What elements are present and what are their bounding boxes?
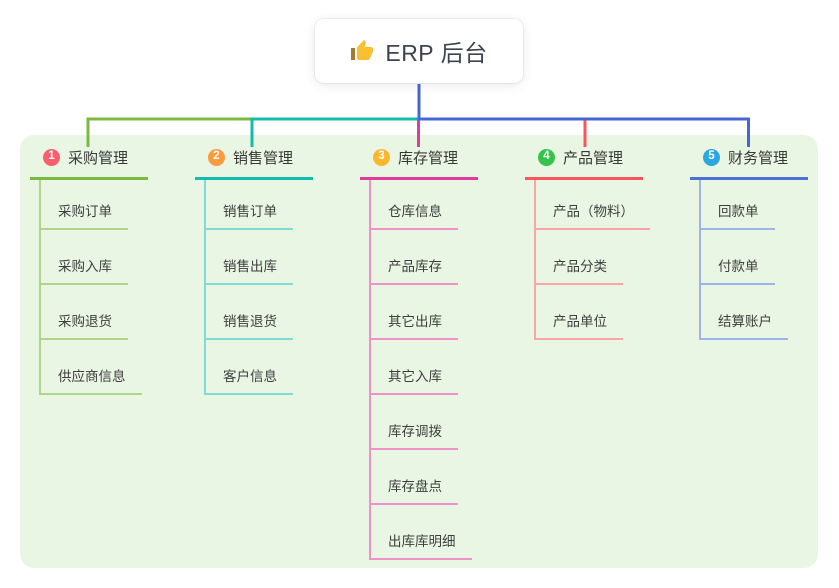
branch-product-children: 产品（物料） 产品分类 产品单位 [534,180,650,340]
branch-inventory: 3 库存管理 仓库信息 产品库存 其它出库 其它入库 库存调拨 库存盘点 出库库… [360,146,478,560]
tree-node[interactable]: 产品库存 [371,230,458,285]
branch-number-badge: 1 [43,148,60,166]
branch-purchase: 1 采购管理 采购订单 采购入库 采购退货 供应商信息 [30,146,148,395]
branch-sales-children: 销售订单 销售出库 销售退货 客户信息 [204,180,313,395]
tree-node[interactable]: 销售出库 [206,230,293,285]
branch-purchase-title[interactable]: 1 采购管理 [30,146,148,180]
tree-node[interactable]: 结算账户 [701,285,788,340]
tree-node[interactable]: 采购入库 [41,230,128,285]
branch-product: 4 产品管理 产品（物料） 产品分类 产品单位 [525,146,650,340]
branch-finance: 5 财务管理 回款单 付款单 结算账户 [690,146,808,340]
tree-node[interactable]: 库存盘点 [371,450,458,505]
tree-node[interactable]: 客户信息 [206,340,293,395]
branch-finance-children: 回款单 付款单 结算账户 [699,180,808,340]
branch-purchase-children: 采购订单 采购入库 采购退货 供应商信息 [39,180,148,395]
branch-sales: 2 销售管理 销售订单 销售出库 销售退货 客户信息 [195,146,313,395]
tree-node[interactable]: 销售订单 [206,180,293,230]
tree-node[interactable]: 其它入库 [371,340,458,395]
branch-product-title[interactable]: 4 产品管理 [525,146,643,180]
tree-node[interactable]: 其它出库 [371,285,458,340]
root-node-label: ERP 后台 [385,40,488,66]
branch-title-label: 产品管理 [563,149,624,167]
connector-branch-5-bus [417,117,750,147]
tree-node[interactable]: 付款单 [701,230,775,285]
branch-title-label: 采购管理 [68,149,129,167]
tree-node[interactable]: 供应商信息 [41,340,142,395]
tree-node[interactable]: 产品单位 [536,285,623,340]
branch-finance-title[interactable]: 5 财务管理 [690,146,808,180]
branch-number-badge: 4 [538,148,555,166]
tree-node[interactable]: 出库库明细 [371,505,472,560]
tree-node[interactable]: 采购订单 [41,180,128,230]
branch-title-label: 库存管理 [398,149,459,167]
branch-inventory-children: 仓库信息 产品库存 其它出库 其它入库 库存调拨 库存盘点 出库库明细 [369,180,478,560]
connector-branch-2 [250,117,421,147]
thumbs-up-icon [351,40,374,60]
tree-node[interactable]: 产品（物料） [536,180,650,230]
tree-node[interactable]: 仓库信息 [371,180,458,230]
tree-node[interactable]: 采购退货 [41,285,128,340]
branch-title-label: 销售管理 [233,149,294,167]
branch-number-badge: 5 [703,148,720,166]
tree-node[interactable]: 回款单 [701,180,775,230]
branch-title-label: 财务管理 [728,149,789,167]
branch-number-badge: 2 [208,148,225,166]
connector-branch-1 [86,117,254,147]
branch-sales-title[interactable]: 2 销售管理 [195,146,313,180]
tree-node[interactable]: 库存调拨 [371,395,458,450]
tree-node[interactable]: 产品分类 [536,230,623,285]
tree-node[interactable]: 销售退货 [206,285,293,340]
root-node-erp[interactable]: ERP 后台 [315,19,523,83]
branch-inventory-title[interactable]: 3 库存管理 [360,146,478,180]
branch-number-badge: 3 [373,148,390,166]
branches-background-panel [20,135,818,568]
